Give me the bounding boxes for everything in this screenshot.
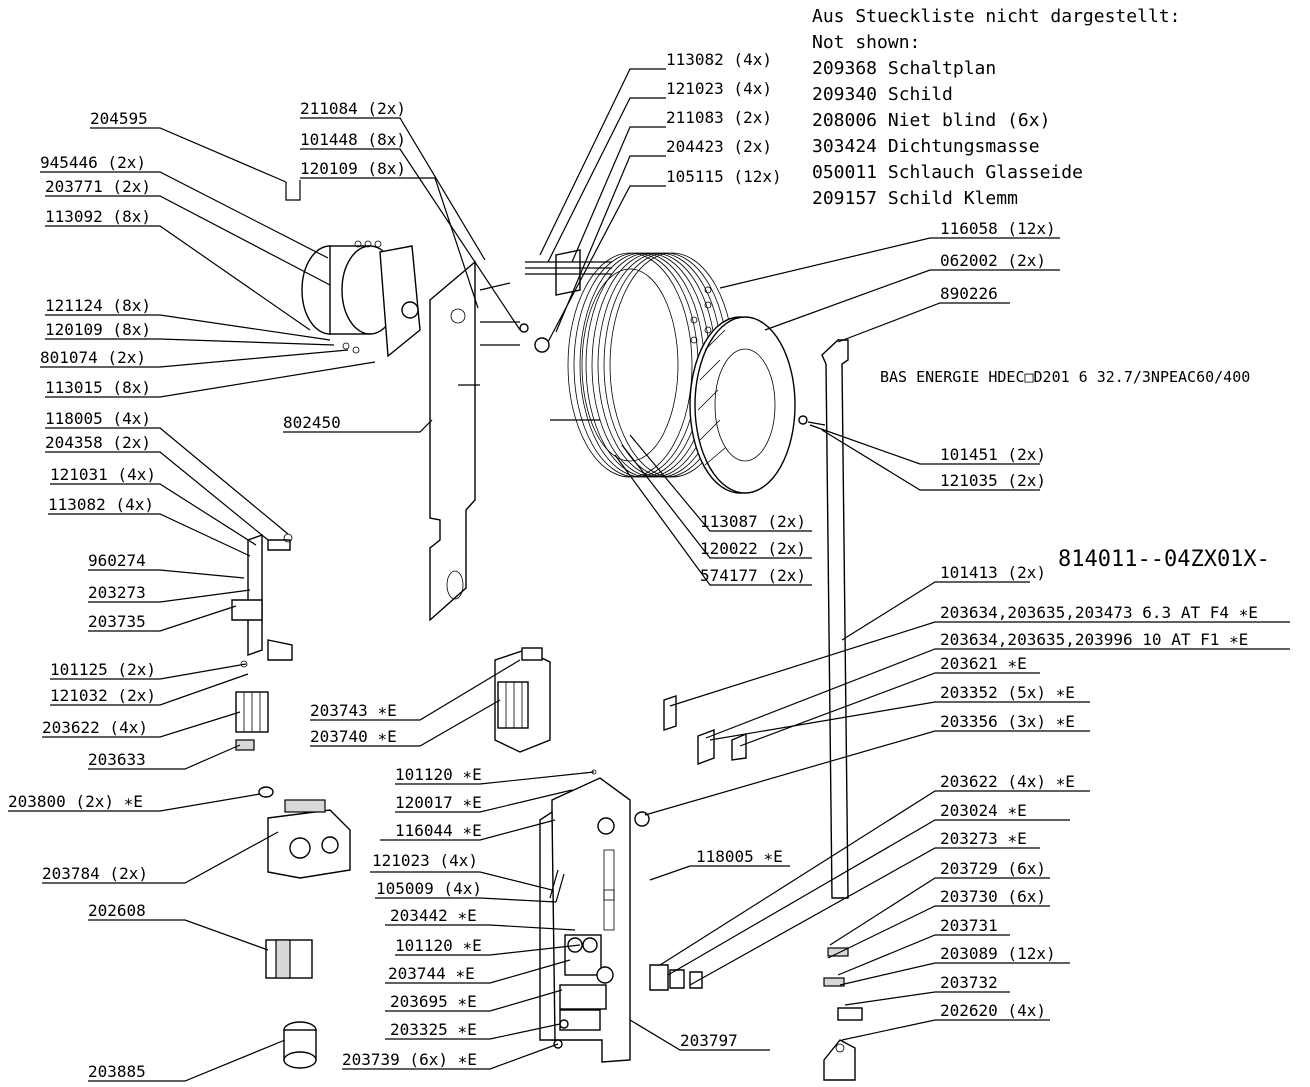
contactor-203740 [494,647,551,753]
notes-item: 303424 Dichtungsmasse [812,136,1040,157]
bracket-204595 [285,180,301,201]
part-label: 101125 (2x) [50,660,156,679]
part-label: 203633 [88,750,146,769]
part-label: 101451 (2x) [940,445,1046,464]
part-label: 204595 [90,109,148,128]
part-label: 203622 (4x) [42,718,148,737]
part-label: 203735 [88,612,146,631]
part-label: 113015 (8x) [45,378,151,397]
part-label: 105115 (12x) [666,167,782,186]
part-label: 203731 [940,916,998,935]
parts-artwork [231,180,863,1081]
part-label: 203621 ∗E [940,654,1027,673]
part-label: 203784 (2x) [42,864,148,883]
part-label: 203024 ∗E [940,801,1027,820]
not-shown-notes: Aus Stueckliste nicht dargestellt: Not s… [812,6,1180,209]
part-label: 203739 (6x) ∗E [342,1050,477,1069]
part-label: 118005 (4x) [45,409,151,428]
part-label: 204423 (2x) [666,137,772,156]
part-label: 121035 (2x) [940,471,1046,490]
part-label: 113082 (4x) [666,50,772,69]
part-label: 211083 (2x) [666,108,772,127]
terminal-203622 [235,691,269,733]
part-label: 960274 [88,551,146,570]
part-label: 203797 [680,1031,738,1050]
part-label: 203744 ∗E [388,964,475,983]
part-label: 211084 (2x) [300,99,406,118]
part-label: 121032 (2x) [50,686,156,705]
part-label: 120017 ∗E [395,793,482,812]
notes-heading-en: Not shown: [812,32,920,53]
part-label: 203771 (2x) [45,177,151,196]
motor-assembly [301,240,421,358]
notes-item: 209368 Schaltplan [812,58,996,79]
part-label: 203273 ∗E [940,829,1027,848]
part-label: 945446 (2x) [40,153,146,172]
mounting-plate-802450 [429,260,476,622]
part-label: 113082 (4x) [48,495,154,514]
part-label: 121023 (4x) [666,79,772,98]
part-label: 203352 (5x) ∗E [940,683,1075,702]
part-label: 890226 [940,284,998,303]
part-label: 203729 (6x) [940,859,1046,878]
part-label: 203356 (3x) ∗E [940,712,1075,731]
part-label: 121031 (4x) [50,465,156,484]
notes-item: 209157 Schild Klemm [812,188,1018,209]
part-label: 113087 (2x) [700,512,806,531]
part-label: 203089 (12x) [940,944,1056,963]
part-label: 203732 [940,973,998,992]
part-label: 202608 [88,901,146,920]
part-label: 203273 [88,583,146,602]
part-label: 203442 ∗E [390,906,477,925]
part-label: 101120 ∗E [395,936,482,955]
notes-item: 050011 Schlauch Glasseide [812,162,1083,183]
control-box [539,769,650,1063]
part-label: 101413 (2x) [940,563,1046,582]
part-label: 203885 [88,1062,146,1081]
notes-item: 208006 Niet blind (6x) [812,110,1050,131]
rail-890226 [821,339,849,899]
part-label: 801074 (2x) [40,348,146,367]
model-designation: BAS ENERGIE HDEC□D201 6 32.7/3NPEAC60/40… [880,368,1250,386]
leader-lines [8,68,1290,1082]
gland-203885 [283,1021,317,1069]
part-label: 203622 (4x) ∗E [940,772,1075,791]
part-label: 203730 (6x) [940,887,1046,906]
part-label: 120109 (8x) [45,320,151,339]
part-label: 202620 (4x) [940,1001,1046,1020]
drawing-number: 814011--04ZX01X- [1058,547,1270,572]
part-label: 062002 (2x) [940,251,1046,270]
part-labels: 204595 945446 (2x) 203771 (2x) 113092 (8… [8,50,1258,1081]
part-label: 116044 ∗E [395,821,482,840]
part-label: 203325 ∗E [390,1020,477,1039]
part-label: 802450 [283,413,341,432]
part-label: 203740 ∗E [310,727,397,746]
part-label: 203695 ∗E [390,992,477,1011]
part-label: 203634,203635,203473 6.3 AT F4 ∗E [940,603,1258,622]
part-label: 116058 (12x) [940,219,1056,238]
part-label: 101448 (8x) [300,130,406,149]
part-label: 121124 (8x) [45,296,151,315]
part-label: 101120 ∗E [395,765,482,784]
fan-wheel [689,286,796,494]
part-label: 203800 (2x) ∗E [8,792,143,811]
notes-heading-de: Aus Stueckliste nicht dargestellt: [812,6,1180,27]
notes-item: 209340 Schild [812,84,953,105]
part-label: 105009 (4x) [376,879,482,898]
part-label: 113092 (8x) [45,207,151,226]
part-label: 574177 (2x) [700,566,806,585]
part-label: 120022 (2x) [700,539,806,558]
part-label: 203743 ∗E [310,701,397,720]
part-label: 204358 (2x) [45,433,151,452]
part-label: 120109 (8x) [300,159,406,178]
part-label: 118005 ∗E [696,847,783,866]
transformer-202608 [265,939,313,979]
part-label: 203634,203635,203996 10 AT F1 ∗E [940,630,1248,649]
part-label: 121023 (4x) [372,851,478,870]
pcb-203784 [267,799,351,879]
